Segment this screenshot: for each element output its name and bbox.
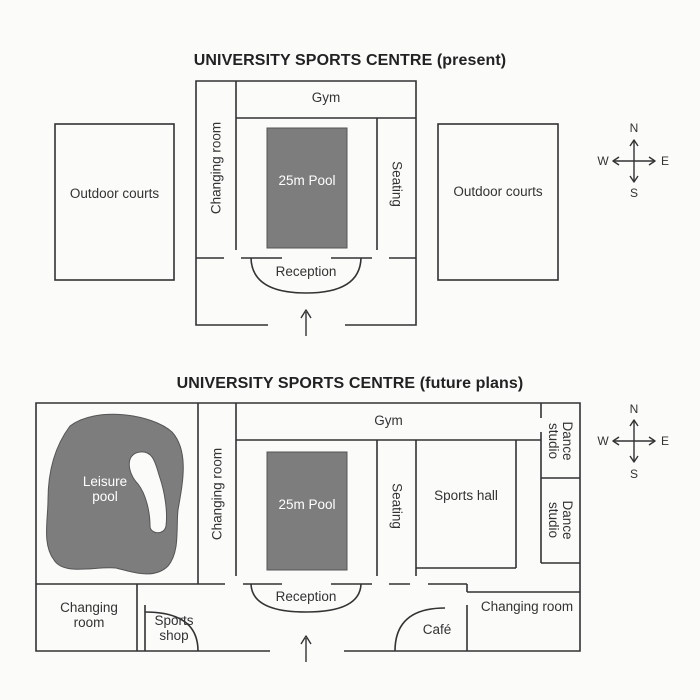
cafe-label: Café (422, 622, 452, 637)
future-reception-label: Reception (275, 589, 337, 604)
present-pool-label: 25m Pool (278, 173, 336, 188)
present-reception-label: Reception (275, 264, 337, 279)
outdoor-courts-west-area (54, 123, 175, 281)
changing-room-southeast-label: Changing room (480, 599, 574, 614)
compass-bottom-south-label: S (629, 467, 638, 481)
future-changing-room-inner-label: Changing room (209, 447, 225, 541)
compass-top-east-label: E (660, 154, 669, 168)
compass-top-south-label: S (629, 186, 638, 200)
sports-shop-label: Sports shop (154, 613, 194, 643)
leisure-pool-label: Leisure pool (82, 474, 128, 504)
present-pool-area (266, 127, 348, 249)
compass-top-north-label: N (629, 121, 639, 135)
outdoor-courts-east-area (437, 123, 559, 281)
present-seating-label: Seating (389, 161, 405, 207)
present-map-title: UNIVERSITY SPORTS CENTRE (present) (193, 52, 507, 69)
future-building-outline (35, 402, 581, 652)
present-building-outline (195, 80, 417, 326)
future-seating-label: Seating (389, 483, 405, 529)
future-gym-label: Gym (374, 413, 403, 428)
compass-bottom-west-label: W (597, 434, 609, 448)
dance-studio-top-label: Dance studio (546, 421, 575, 461)
present-reception-desk (250, 257, 362, 294)
leisure-pool-area (46, 413, 184, 575)
future-entrance-arrow-icon (300, 635, 312, 662)
future-map-title: UNIVERSITY SPORTS CENTRE (future plans) (176, 375, 524, 392)
present-plan (54, 80, 559, 336)
outdoor-courts-east-label: Outdoor courts (453, 184, 543, 199)
outdoor-courts-west-label: Outdoor courts (69, 186, 160, 201)
present-entrance-arrow-icon (300, 309, 312, 336)
changing-room-southwest-label: Changing room (60, 600, 118, 630)
compass-rose-bottom-icon (612, 419, 656, 463)
sports-shop-counter (144, 611, 199, 652)
present-gym-label: Gym (311, 90, 341, 105)
compass-rose-top-icon (612, 139, 656, 183)
compass-top-west-label: W (597, 154, 609, 168)
future-plan (35, 402, 581, 662)
compass-bottom-north-label: N (629, 402, 639, 416)
future-pool-label: 25m Pool (278, 497, 336, 512)
cafe-counter (394, 607, 446, 652)
sports-hall-label: Sports hall (434, 488, 498, 503)
future-pool-area (266, 451, 348, 571)
dance-studio-bottom-label: Dance studio (546, 500, 575, 540)
compass-bottom-east-label: E (660, 434, 669, 448)
future-reception-desk (250, 583, 362, 613)
present-changing-room-label: Changing room (208, 121, 224, 215)
